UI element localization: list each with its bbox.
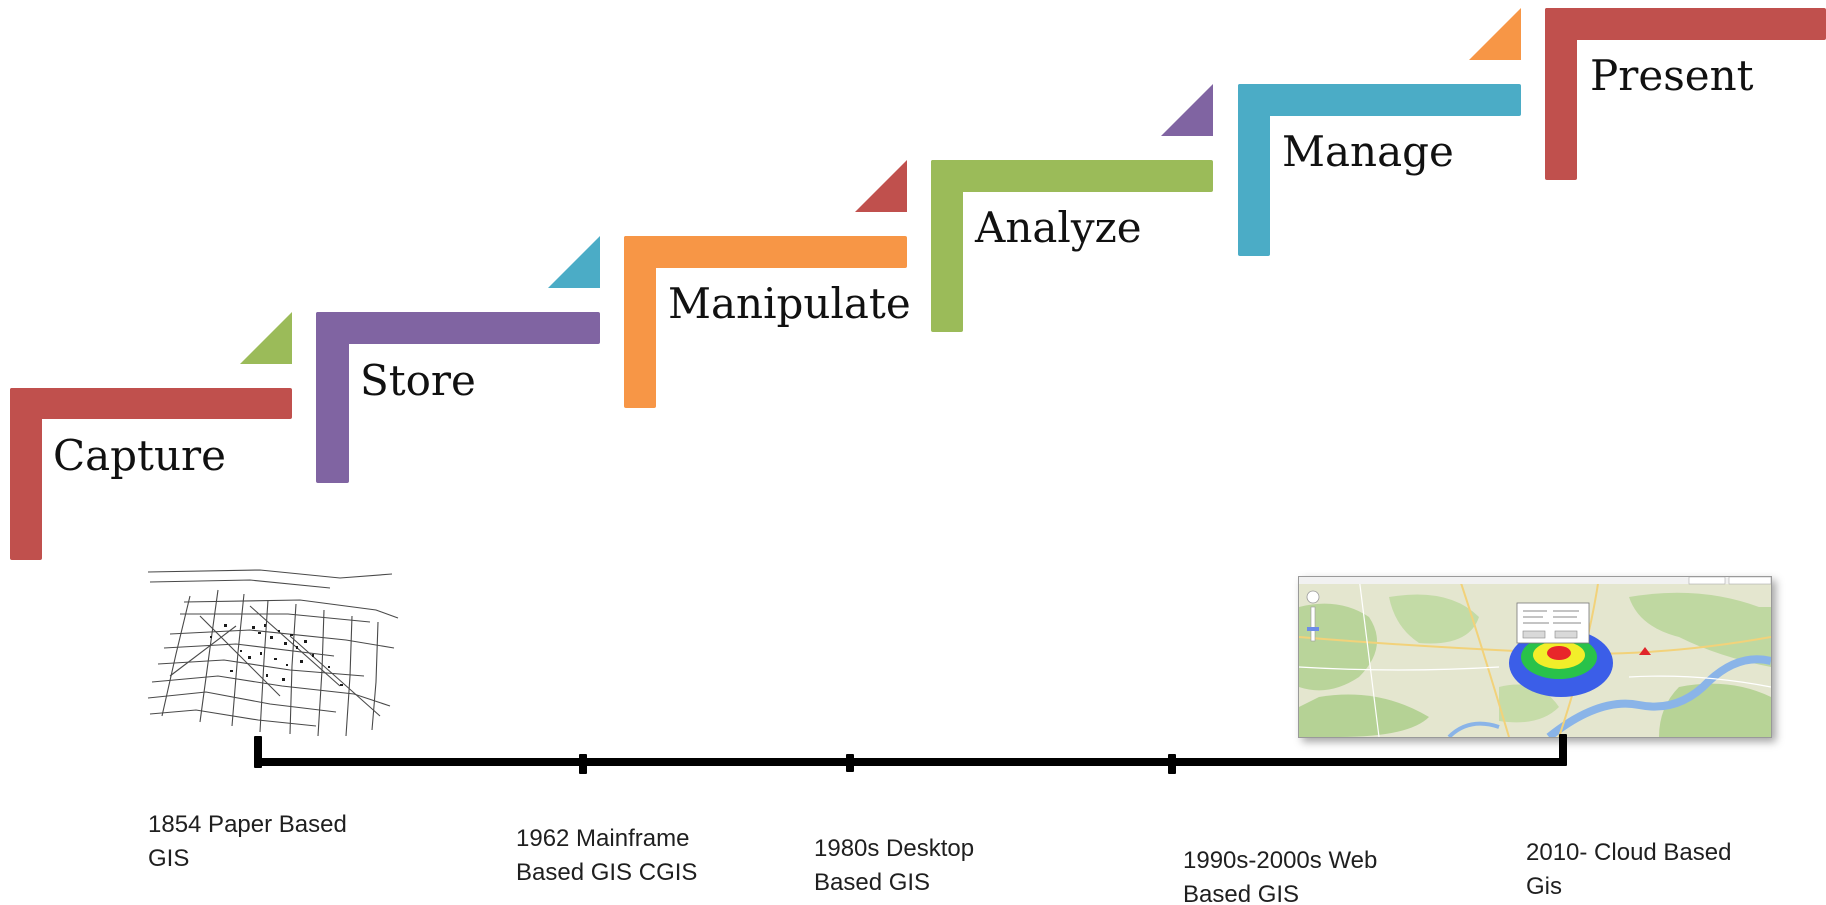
timeline-tick-1854 <box>254 736 262 768</box>
timeline-label-1854: 1854 Paper Based GIS <box>148 808 347 876</box>
step-manipulate-accent-triangle <box>548 236 600 288</box>
step-capture-stem <box>10 388 42 560</box>
step-manipulate-label: Manipulate <box>668 279 911 328</box>
timeline-label-line: Gis <box>1526 873 1562 900</box>
step-capture-label: Capture <box>53 431 226 480</box>
timeline-tick-1990s <box>1168 754 1176 774</box>
step-analyze-bar <box>931 160 1213 192</box>
timeline-label-line: 1962 Mainframe <box>516 825 690 852</box>
step-store-label: Store <box>360 356 476 405</box>
step-present-stem <box>1545 8 1577 180</box>
timeline-label-line: Based GIS <box>1183 881 1300 905</box>
step-manage-label: Manage <box>1282 127 1454 176</box>
step-analyze-stem <box>931 160 963 332</box>
timeline-label-line: 1980s Desktop <box>814 835 975 862</box>
step-present-bar <box>1545 8 1826 40</box>
timeline-tick-1962 <box>579 754 587 774</box>
timeline-axis <box>254 758 1566 766</box>
step-present-label: Present <box>1590 51 1754 100</box>
step-manage-bar <box>1238 84 1521 116</box>
timeline-label-line: GIS <box>148 845 190 872</box>
cloud-gis-map-image <box>1298 576 1772 738</box>
timeline-label-2010: 2010- Cloud Based Gis <box>1526 836 1731 904</box>
step-capture-bar <box>10 388 292 419</box>
timeline-label-1980s: 1980s Desktop Based GIS <box>814 832 974 900</box>
timeline-label-line: Based GIS <box>814 869 931 896</box>
step-analyze-label: Analyze <box>975 203 1142 252</box>
timeline-label-1962: 1962 Mainframe Based GIS CGIS <box>516 822 697 890</box>
timeline-label-line: 2010- Cloud Based <box>1526 839 1732 866</box>
timeline-label-line: Based GIS CGIS <box>516 859 698 886</box>
timeline-label-1990s: 1990s-2000s Web Based GIS <box>1183 844 1377 905</box>
step-manipulate-bar <box>624 236 907 268</box>
timeline-label-line: 1990s-2000s Web <box>1183 847 1378 874</box>
web-map-heatmap-icon <box>1299 577 1771 737</box>
step-analyze-accent-triangle <box>855 160 907 212</box>
timeline-tick-2010 <box>1559 734 1567 766</box>
step-present-accent-triangle <box>1469 8 1521 60</box>
step-store-bar <box>316 312 600 344</box>
paper-street-map-image <box>140 566 414 742</box>
step-manage-accent-triangle <box>1161 84 1213 136</box>
step-manage-stem <box>1238 84 1270 256</box>
step-store-accent-triangle <box>240 312 292 364</box>
hand-drawn-street-map-icon <box>147 569 399 737</box>
timeline-tick-1980s <box>846 754 854 772</box>
step-manipulate-stem <box>624 236 656 408</box>
step-store-stem <box>316 312 349 483</box>
timeline-label-line: 1854 Paper Based <box>148 811 347 838</box>
